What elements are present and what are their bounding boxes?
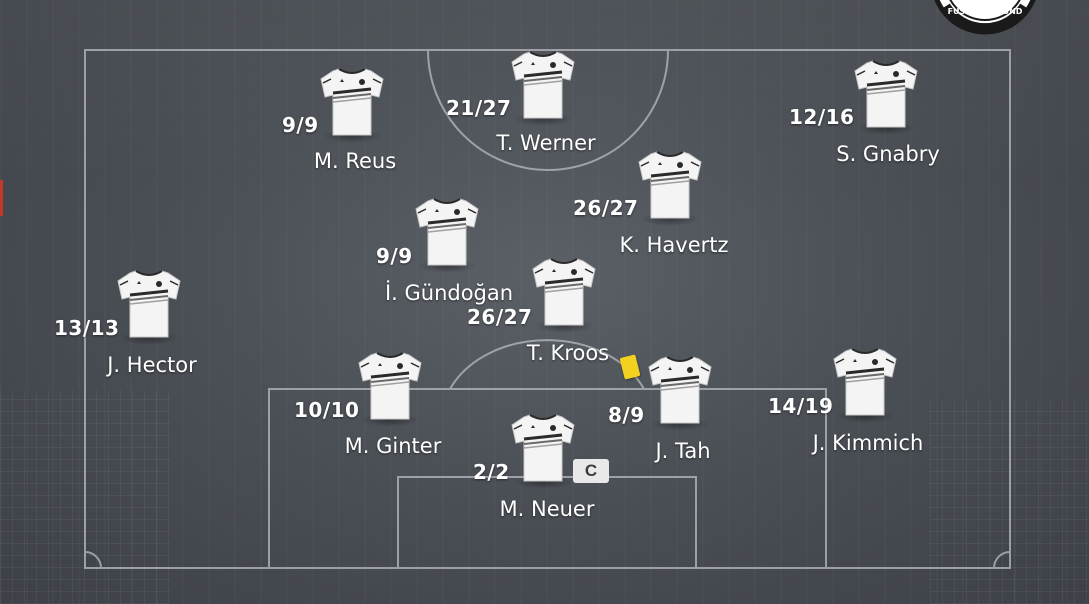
- player-rating: 2/2: [473, 460, 510, 484]
- player-name: J. Tah: [655, 439, 711, 463]
- football-jersey-icon: [116, 267, 182, 341]
- player-name: J. Kimmich: [812, 431, 924, 455]
- player-name: J. Hector: [107, 353, 197, 377]
- player-name: T. Kroos: [526, 341, 610, 365]
- player-rating: 9/9: [282, 113, 319, 137]
- football-jersey-icon: [357, 349, 423, 423]
- player-name: S. Gnabry: [836, 142, 940, 166]
- corner-arc-left: [84, 551, 102, 569]
- player-name: M. Neuer: [499, 497, 595, 521]
- football-jersey-icon: [510, 48, 576, 122]
- player-rating: 12/16: [789, 105, 855, 129]
- player-name: M. Ginter: [344, 434, 442, 458]
- crest-text: FUSSBALL-BUND: [948, 7, 1023, 16]
- player-rating: 14/19: [768, 394, 834, 418]
- player-rating: 26/27: [573, 196, 639, 220]
- player-rating: 8/9: [608, 403, 645, 427]
- football-jersey-icon: [319, 65, 385, 139]
- football-jersey-icon: [510, 411, 576, 485]
- football-jersey-icon: [832, 345, 898, 419]
- captain-badge: C: [573, 459, 609, 483]
- football-jersey-icon: [414, 195, 480, 269]
- player-name: M. Reus: [313, 149, 397, 173]
- player-rating: 13/13: [54, 316, 120, 340]
- player-rating: 10/10: [294, 398, 360, 422]
- goal-area: [397, 476, 697, 569]
- player-name: İ. Gündoğan: [384, 281, 514, 305]
- corner-arc-right: [993, 551, 1011, 569]
- football-jersey-icon: [647, 353, 713, 427]
- player-rating: 26/27: [467, 305, 533, 329]
- football-jersey-icon: [853, 57, 919, 131]
- center-circle-arc: [427, 49, 669, 171]
- player-rating: 21/27: [446, 96, 512, 120]
- player-name: T. Werner: [496, 131, 596, 155]
- player-rating: 9/9: [376, 244, 413, 268]
- side-marker: [0, 180, 3, 216]
- player-name: K. Havertz: [619, 233, 729, 257]
- football-jersey-icon: [531, 255, 597, 329]
- team-crest-icon: FUSSBALL-BUND: [934, 0, 1036, 35]
- football-jersey-icon: [637, 148, 703, 222]
